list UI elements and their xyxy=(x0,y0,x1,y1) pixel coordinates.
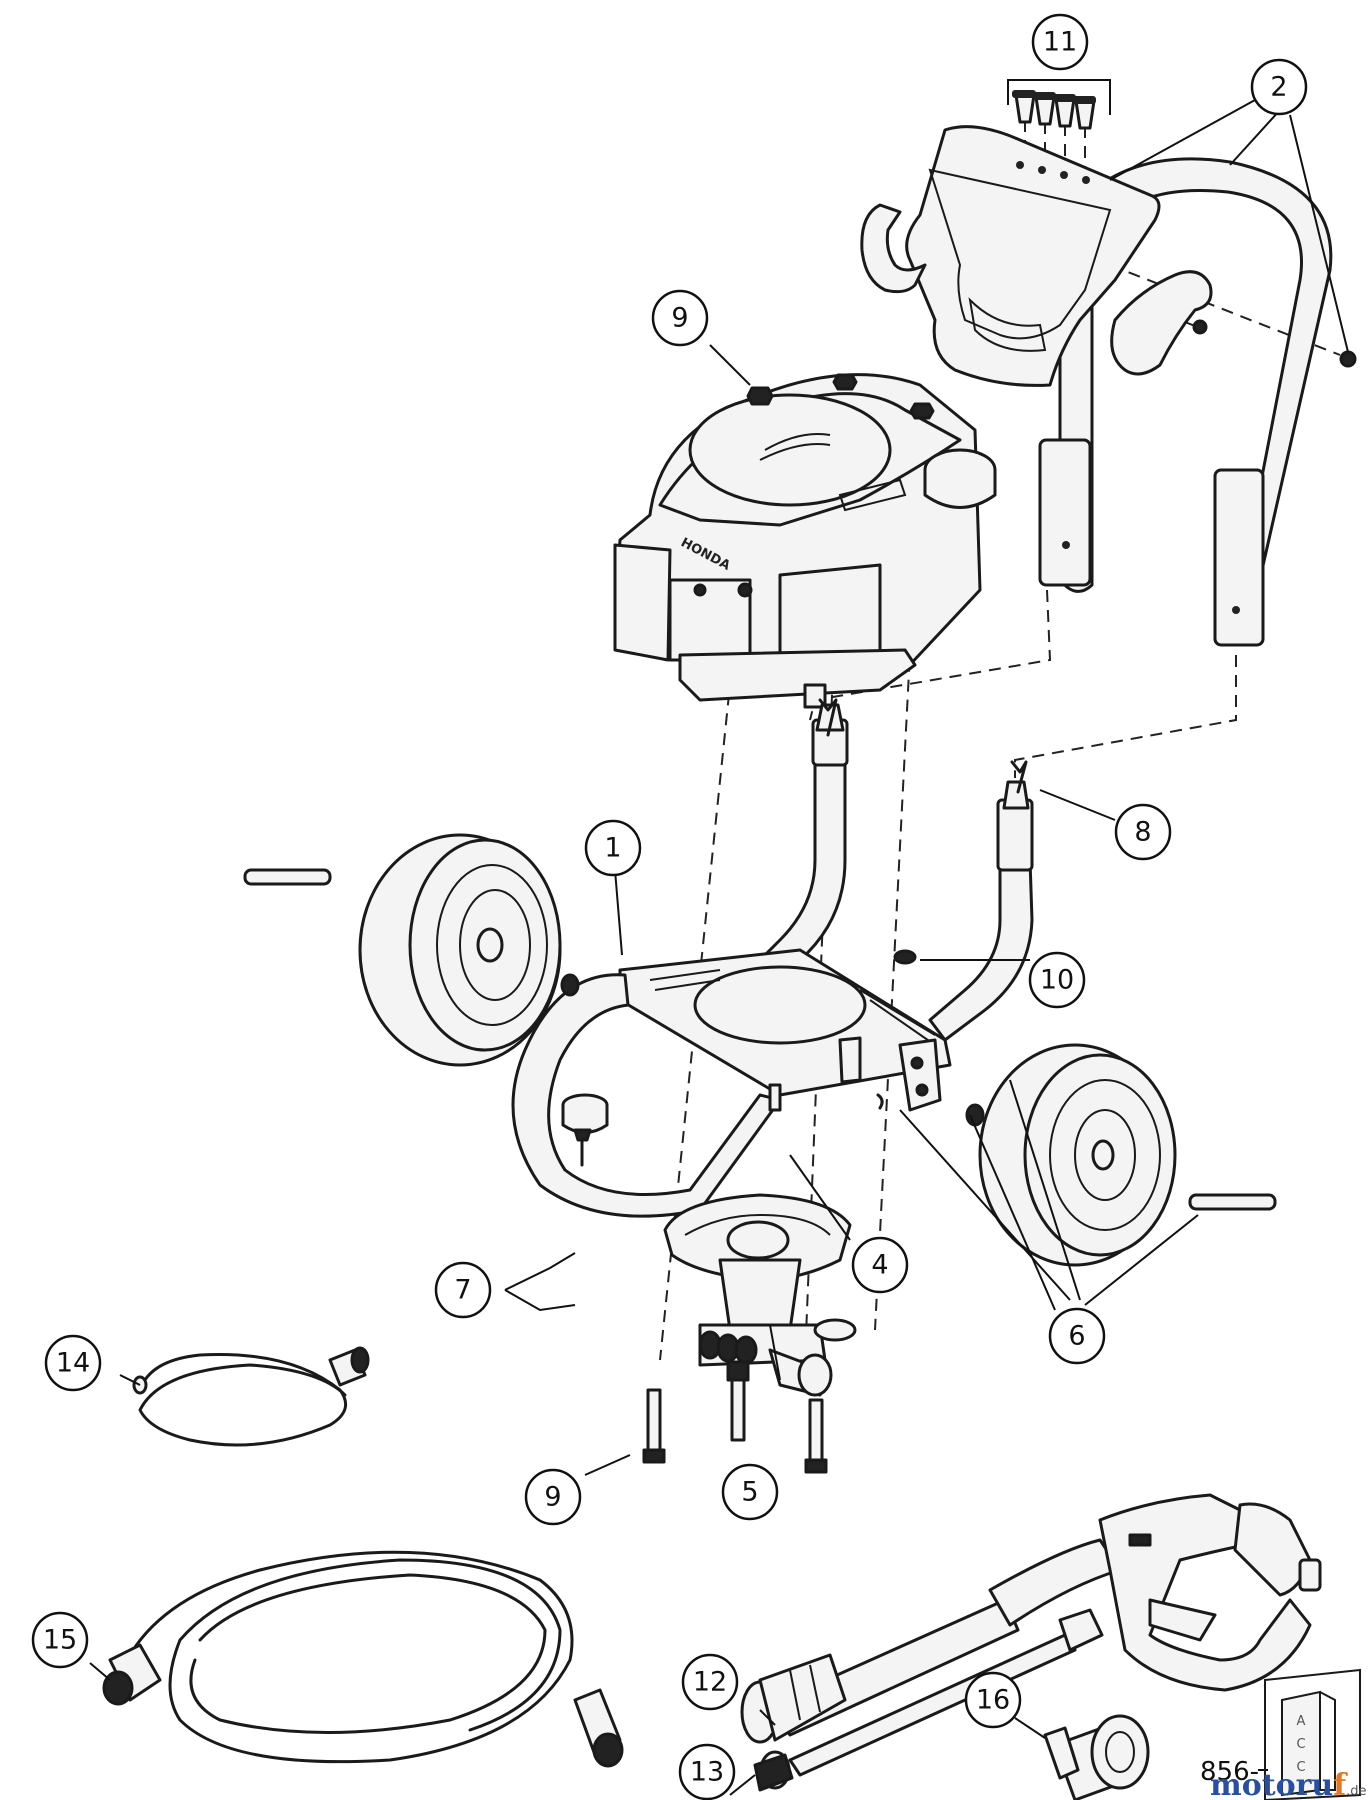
bolt xyxy=(804,1398,828,1474)
callout-11: 11 xyxy=(1031,13,1089,71)
callout-15: 15 xyxy=(31,1611,89,1669)
svg-text:9: 9 xyxy=(544,1482,561,1513)
svg-text:8: 8 xyxy=(1134,817,1151,848)
svg-text:1: 1 xyxy=(604,833,621,864)
callout-16: 16 xyxy=(964,1671,1022,1729)
svg-text:7: 7 xyxy=(454,1275,471,1306)
callout-5: 5 xyxy=(721,1463,779,1521)
acc-letter: A xyxy=(1297,1714,1306,1729)
callout-8: 8 xyxy=(1114,803,1172,861)
engine-mounting-nuts xyxy=(746,373,935,420)
rubber-foot xyxy=(561,1093,609,1167)
callout-9-top: 9 xyxy=(651,289,709,347)
svg-text:11: 11 xyxy=(1043,27,1077,58)
acc-letter: C xyxy=(1296,1760,1305,1775)
spray-lance xyxy=(753,1608,1104,1792)
nozzle-tips xyxy=(1007,79,1111,130)
svg-text:4: 4 xyxy=(871,1250,888,1281)
svg-text:motoruf.de: motoruf.de xyxy=(1210,1768,1367,1800)
svg-text:14: 14 xyxy=(56,1348,90,1379)
pump xyxy=(663,1193,857,1397)
accessory-reference: 856- A C C xyxy=(1200,1668,1361,1800)
quick-coupler xyxy=(1043,1714,1150,1800)
svg-text:9: 9 xyxy=(671,303,688,334)
frame xyxy=(511,703,1034,1218)
bolt xyxy=(726,1360,750,1442)
spray-gun xyxy=(740,1493,1322,1744)
svg-text:16: 16 xyxy=(976,1685,1010,1716)
callout-14: 14 xyxy=(44,1334,102,1392)
callout-1: 1 xyxy=(584,819,642,877)
svg-text:12: 12 xyxy=(693,1667,727,1698)
svg-text:15: 15 xyxy=(43,1625,77,1656)
callout-2: 2 xyxy=(1250,58,1308,116)
nozzle-tip xyxy=(1072,96,1096,130)
svg-text:6: 6 xyxy=(1068,1321,1085,1352)
svg-text:2: 2 xyxy=(1270,72,1287,103)
svg-text:10: 10 xyxy=(1040,965,1074,996)
svg-text:5: 5 xyxy=(741,1477,758,1508)
watermark-logo: motoruf.de xyxy=(1210,1768,1367,1800)
leader-lines xyxy=(89,99,1349,1796)
short-hose xyxy=(132,1346,370,1447)
long-hose xyxy=(102,1550,624,1768)
callout-4: 4 xyxy=(851,1236,909,1294)
nozzle-tip xyxy=(1052,94,1076,128)
nozzle-tip xyxy=(1032,92,1056,126)
left-wheel xyxy=(243,833,580,1067)
reference-code: 856- xyxy=(1200,1757,1259,1787)
callout-6: 6 xyxy=(1048,1307,1106,1365)
callout-13: 13 xyxy=(678,1743,736,1800)
callout-7: 7 xyxy=(434,1261,492,1319)
callout-9-bottom: 9 xyxy=(524,1468,582,1526)
engine: HONDA xyxy=(613,373,997,709)
right-wheel xyxy=(876,1043,1277,1267)
nozzle-tip xyxy=(1012,90,1036,124)
handle-assembly xyxy=(860,125,1357,647)
pump-bolts xyxy=(642,1360,828,1474)
svg-text:13: 13 xyxy=(690,1757,724,1788)
bolt xyxy=(642,1388,666,1464)
callout-10: 10 xyxy=(1028,951,1086,1009)
shaft-key xyxy=(768,1083,782,1112)
acc-letter: C xyxy=(1296,1737,1305,1752)
hitch-pins xyxy=(818,698,1028,794)
callout-12: 12 xyxy=(681,1653,739,1711)
